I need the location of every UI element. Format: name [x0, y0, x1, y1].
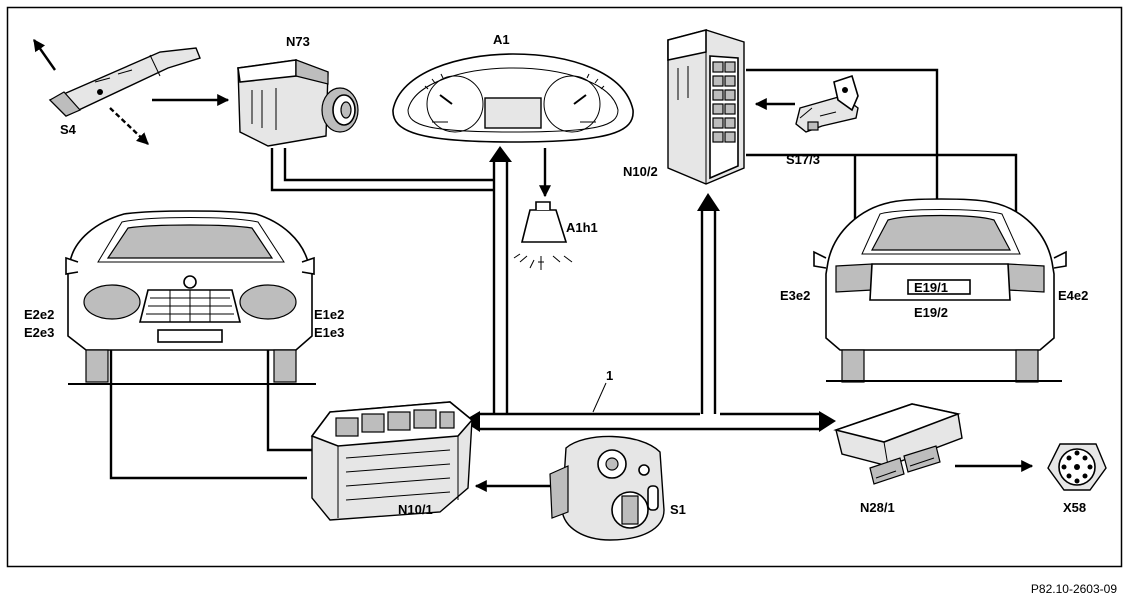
bus-arrow-right — [819, 411, 836, 432]
label-e1e3: E1e3 — [314, 325, 344, 340]
n10-1-to-left-headlamp — [109, 325, 307, 480]
label-e1e2: E1e2 — [314, 307, 344, 322]
arrow-to-n10-2 — [697, 193, 720, 211]
diagram-frame — [6, 6, 1123, 568]
rear-vehicle-view — [813, 198, 1067, 383]
a1h1-warning-buzzer — [513, 201, 573, 270]
bus-to-n10-2 — [700, 210, 717, 414]
n28-1-trailer-module — [833, 403, 963, 485]
s17-3-contact-switch — [795, 74, 859, 133]
label-s17-3: S17/3 — [786, 152, 820, 167]
figure-id: P82.10-2603-09 — [1031, 582, 1117, 596]
front-vehicle-view — [65, 210, 316, 385]
label-e3e2: E3e2 — [780, 288, 810, 303]
label-n10-1: N10/1 — [398, 502, 433, 517]
a1-instrument-cluster — [392, 53, 634, 143]
label-a1: A1 — [493, 32, 510, 47]
label-e2e3: E2e3 — [24, 325, 54, 340]
label-e4e2: E4e2 — [1058, 288, 1088, 303]
label-x58: X58 — [1063, 500, 1086, 515]
label-a1h1: A1h1 — [566, 220, 598, 235]
s1-light-switch — [549, 435, 665, 541]
n10-1-to-right-headlamp — [266, 325, 322, 452]
label-n73: N73 — [286, 34, 310, 49]
arrow-to-a1 — [489, 146, 512, 162]
label-n10-2: N10/2 — [623, 164, 658, 179]
label-e19-2: E19/2 — [914, 305, 948, 320]
label-e19-1: E19/1 — [914, 280, 948, 295]
x58-trailer-socket — [1047, 443, 1107, 491]
label-n28-1: N28/1 — [860, 500, 895, 515]
n73-to-a1 — [270, 148, 494, 192]
label-s1: S1 — [670, 502, 686, 517]
can-bus-leader — [592, 382, 607, 413]
label-can-bus: 1 — [606, 368, 613, 383]
label-s4: S4 — [60, 122, 77, 137]
n73-ignition-switch — [237, 59, 359, 147]
label-e2e2: E2e2 — [24, 307, 54, 322]
s4-combination-switch — [33, 39, 201, 145]
n10-1-sam-front — [310, 401, 474, 521]
n10-2-sam-rear — [667, 28, 745, 185]
bus-to-a1 — [492, 160, 509, 414]
